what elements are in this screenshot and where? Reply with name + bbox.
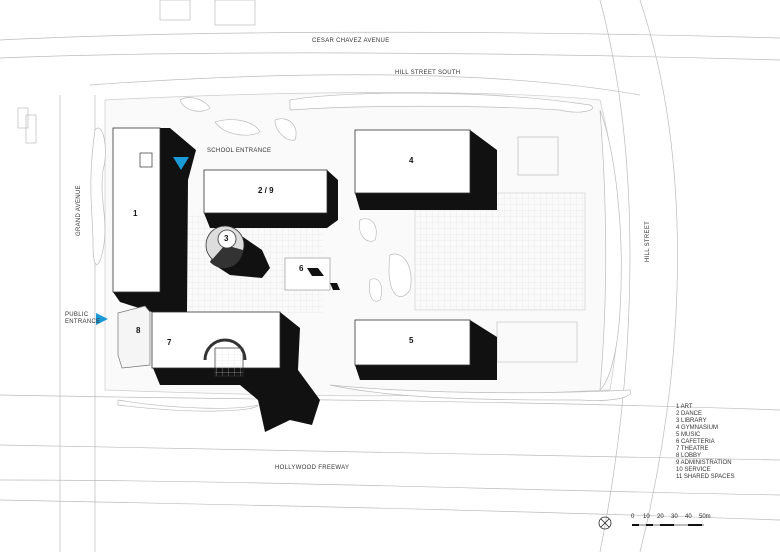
building-number-8: 8 [136,326,141,335]
building-number-5: 5 [409,336,414,345]
building-4-gymnasium [354,129,471,194]
building-number-2-9: 2 / 9 [258,186,274,195]
building-1-shadow [113,128,196,312]
legend-item: 2 DANCE [676,411,703,417]
legend-item: 7 THEATRE [676,446,709,452]
street-label-hollywood-freeway: HOLLYWOOD FREEWAY [275,465,350,471]
public-entrance-line2: ENTRANCE [65,319,101,325]
street-label-cesar-chavez: CESAR CHAVEZ AVENUE [312,38,390,44]
building-number-6: 6 [299,264,304,273]
public-entrance-marker [96,313,108,325]
scale-label: 0 [631,514,635,520]
legend-item: 8 LOBBY [676,453,702,459]
building-number-3: 3 [224,234,229,243]
public-entrance-line1: PUBLIC [65,312,89,318]
street-label-hill-street: HILL STREET [645,220,651,262]
school-entrance-marker [173,157,189,170]
public-entrance-label: PUBLIC ENTRANCE [65,312,100,326]
street-label-grand-avenue: GRAND AVENUE [76,185,82,236]
building-number-4: 4 [409,156,414,165]
building-6-cafeteria [284,257,331,291]
building-8-lobby [117,305,151,369]
legend-item: 3 LIBRARY [676,418,707,424]
north-arrow-icon [598,516,612,530]
legend-item: 5 MUSIC [676,432,701,438]
legend-item: 9 ADMINISTRATION [676,460,732,466]
building-4-shadow [355,130,497,210]
school-entrance-label: SCHOOL ENTRANCE [207,148,272,154]
building-2-9-dance-admin [203,169,328,214]
scale-label: 20 [657,514,664,520]
legend-item: 6 CAFETERIA [676,439,715,445]
scale-label: 10 [643,514,650,520]
legend: 1 ART 2 DANCE 3 LIBRARY 4 GYMNASIUM 5 MU… [676,404,734,481]
plaza-grid [414,192,586,311]
legend-item: 11 SHARED SPACES [676,474,735,480]
building-number-7: 7 [167,338,172,347]
scale-label: 40 [685,514,692,520]
scale-bar [632,524,704,526]
legend-item: 1 ART [676,404,693,410]
building-2-9-shadow [204,170,338,228]
street-label-hill-street-south: HILL STREET SOUTH [395,70,461,76]
legend-item: 10 SERVICE [676,467,711,473]
landscape [90,92,631,412]
building-5-music [354,319,471,366]
scale-label: 50m [699,514,711,520]
scale-label: 30 [671,514,678,520]
building-number-1: 1 [133,209,138,218]
legend-item: 4 GYMNASIUM [676,425,719,431]
